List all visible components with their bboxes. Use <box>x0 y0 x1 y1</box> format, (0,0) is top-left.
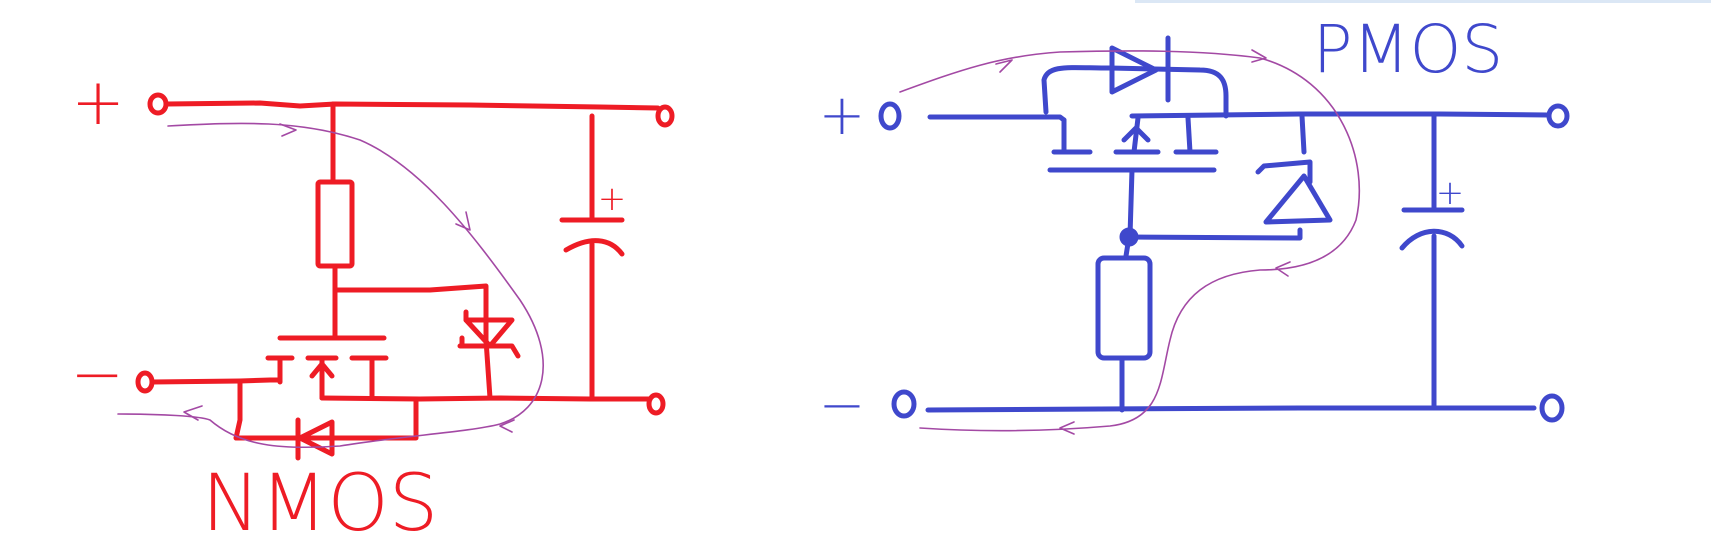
pmos-body-arrow <box>1121 125 1151 143</box>
nmos-bottom-rail <box>319 395 653 402</box>
pmos-path-arrow-2 <box>1251 49 1267 63</box>
nmos-resistor <box>315 179 355 269</box>
nmos-circuit: + − <box>70 66 675 544</box>
pmos-zener-feed <box>1299 113 1307 155</box>
pmos-channel-right <box>1173 115 1219 155</box>
nmos-top-rail <box>164 100 661 111</box>
pmos-zener-diode <box>1255 159 1333 225</box>
nmos-current-path <box>117 122 544 449</box>
pmos-path-arrow-3 <box>1275 261 1291 277</box>
pmos-channel-left <box>1051 117 1093 155</box>
pmos-path-arrow-4 <box>1059 421 1075 435</box>
nmos-path-arrow-1 <box>279 123 297 137</box>
pmos-top-rail-left <box>927 114 1067 123</box>
nmos-zener-diode <box>457 317 521 359</box>
nmos-path-arrow-4 <box>183 405 203 421</box>
nmos-channel-right <box>349 355 389 401</box>
nmos-capacitor-polarity: + <box>598 179 627 219</box>
pmos-label: PMOS <box>1313 11 1504 88</box>
nmos-minus-sign: − <box>70 338 124 412</box>
nmos-path-arrow-3 <box>499 419 515 433</box>
pmos-minus-terminal <box>891 389 917 419</box>
nmos-source-wire <box>149 377 283 385</box>
pmos-plus-terminal <box>878 101 902 131</box>
pmos-current-path <box>899 49 1360 435</box>
pmos-gate-wire <box>1127 167 1135 239</box>
top-edge-strip <box>1135 0 1711 3</box>
pmos-capacitor-polarity: + <box>1436 173 1465 213</box>
pmos-top-rail-right <box>1129 111 1551 119</box>
pmos-circuit: PMOS + − <box>819 11 1570 438</box>
nmos-diode-loop <box>233 378 419 441</box>
pmos-plus-sign: + <box>819 83 866 148</box>
nmos-label: NMOS <box>202 459 439 544</box>
nmos-zener-top-wire <box>332 283 493 401</box>
pmos-out-minus-terminal <box>1539 393 1565 423</box>
nmos-body-arrow <box>309 361 335 379</box>
pmos-body-diode <box>1109 35 1171 103</box>
nmos-plus-sign: + <box>71 66 125 140</box>
nmos-capacitor-plate-bottom <box>563 238 625 257</box>
nmos-out-plus-terminal <box>655 104 675 128</box>
pmos-channel-mid <box>1113 115 1161 155</box>
nmos-path-arrow-2 <box>455 211 471 231</box>
pmos-bottom-rail <box>925 405 1537 413</box>
pmos-minus-sign: − <box>819 373 866 438</box>
pmos-capacitor-plate-bottom <box>1399 228 1465 251</box>
pmos-zener-bottom-wire <box>1126 227 1303 241</box>
pmos-diode-loop <box>1041 65 1229 119</box>
pmos-out-plus-terminal <box>1546 103 1570 129</box>
nmos-plus-terminal <box>147 92 169 116</box>
pmos-resistor <box>1095 255 1153 361</box>
nmos-body-diode <box>295 417 335 461</box>
nmos-out-minus-terminal <box>646 392 666 416</box>
pmos-path-arrow-1 <box>995 59 1013 73</box>
pmos-resistor-top-wire <box>1123 234 1132 259</box>
